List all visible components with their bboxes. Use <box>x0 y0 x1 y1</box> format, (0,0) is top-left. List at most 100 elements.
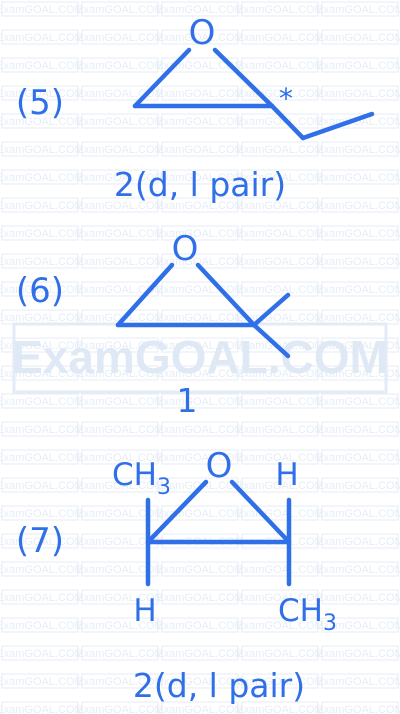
watermark-tile: ExamGOAL.COM <box>0 648 84 660</box>
watermark-tile-frame <box>321 365 399 381</box>
watermark-tile-frame <box>81 281 159 297</box>
watermark-tile-frame <box>161 29 239 45</box>
watermark-tile-frame <box>321 673 399 689</box>
watermark-big-text: ExamGOAL.COM <box>12 331 388 383</box>
watermark-tile: ExamGOAL.COM <box>156 228 243 240</box>
watermark-tile-frame <box>321 393 399 409</box>
watermark-tile-frame <box>241 701 319 714</box>
watermark-tile: ExamGOAL.COM <box>0 704 84 714</box>
watermark-tile-frame <box>321 57 399 73</box>
watermark-tile-frame <box>1 589 79 605</box>
watermark-tile-frame <box>1 169 79 185</box>
watermark-tile-frame <box>161 561 239 577</box>
watermark-tile-frame <box>161 141 239 157</box>
watermark-tile: ExamGOAL.COM <box>156 340 243 352</box>
watermark-tile-frame <box>321 281 399 297</box>
watermark-tile-frame <box>161 113 239 129</box>
watermark-tile-frame <box>1 225 79 241</box>
watermark-tile: ExamGOAL.COM <box>236 648 323 660</box>
watermark-tile: ExamGOAL.COM <box>76 340 163 352</box>
watermark-tile-frame <box>241 589 319 605</box>
watermark-tile: ExamGOAL.COM <box>236 116 323 128</box>
structure-5-stereocenter-mark: * <box>279 82 293 115</box>
structure-5-bond-o-c2 <box>212 47 275 109</box>
watermark-tile: ExamGOAL.COM <box>236 144 323 156</box>
structure-5-bond-ch2-ch3 <box>300 111 375 141</box>
watermark-tile: ExamGOAL.COM <box>0 368 84 380</box>
watermark-tile: ExamGOAL.COM <box>316 228 400 240</box>
watermark-tile: ExamGOAL.COM <box>236 228 323 240</box>
watermark-tile: ExamGOAL.COM <box>316 396 400 408</box>
structure-7-substituent-right-bottom: CH3 <box>278 593 337 636</box>
watermark-tile: ExamGOAL.COM <box>0 676 84 688</box>
watermark-tile-frame <box>321 253 399 269</box>
watermark-tile: ExamGOAL.COM <box>236 704 323 714</box>
watermark-tile-frame <box>241 141 319 157</box>
watermark-tile-frame <box>321 197 399 213</box>
watermark-tile: ExamGOAL.COM <box>316 620 400 632</box>
watermark-tile-frame <box>161 337 239 353</box>
watermark-tile-frame <box>241 477 319 493</box>
watermark-tile: ExamGOAL.COM <box>316 4 400 16</box>
watermark-tile-frame <box>161 477 239 493</box>
watermark-tile-frame <box>241 169 319 185</box>
watermark-tile: ExamGOAL.COM <box>316 564 400 576</box>
watermark-tile-frame <box>241 225 319 241</box>
watermark-tile-frame <box>241 421 319 437</box>
watermark-tile: ExamGOAL.COM <box>0 536 84 548</box>
watermark-tile: ExamGOAL.COM <box>316 676 400 688</box>
watermark-tile-frame <box>241 253 319 269</box>
watermark-tile: ExamGOAL.COM <box>156 4 243 16</box>
structure-6-bond-methyl-down <box>251 322 291 359</box>
watermark-tile: ExamGOAL.COM <box>76 172 163 184</box>
watermark-tile-frame <box>321 533 399 549</box>
structure-7-bond-o-c1 <box>145 479 209 545</box>
watermark-tile: ExamGOAL.COM <box>316 88 400 100</box>
structure-5-bond-c2-ch2 <box>269 103 306 141</box>
structure-6: (6) O 1 <box>16 229 291 420</box>
watermark-tile: ExamGOAL.COM <box>236 256 323 268</box>
structure-6-bond-o-c2 <box>195 262 257 328</box>
watermark-tile-frame <box>321 505 399 521</box>
watermark-tile-frame <box>161 365 239 381</box>
watermark-tile-frame <box>241 561 319 577</box>
watermark-tile: ExamGOAL.COM <box>236 60 323 72</box>
watermark-tile: ExamGOAL.COM <box>236 424 323 436</box>
watermark-tile-frame <box>1 561 79 577</box>
watermark-tile-frame <box>161 225 239 241</box>
watermark-tile: ExamGOAL.COM <box>236 200 323 212</box>
watermark-tile: ExamGOAL.COM <box>156 592 243 604</box>
watermark-tile-frame <box>81 29 159 45</box>
watermark-tile: ExamGOAL.COM <box>76 396 163 408</box>
structure-7-bonds <box>145 479 292 587</box>
watermark-tile-frame <box>1 85 79 101</box>
watermark-tile: ExamGOAL.COM <box>236 4 323 16</box>
watermark-tile: ExamGOAL.COM <box>156 424 243 436</box>
watermark-tile-frame <box>321 421 399 437</box>
watermark-tile: ExamGOAL.COM <box>0 480 84 492</box>
watermark-tile-frame <box>161 421 239 437</box>
watermark-tile-frame <box>81 141 159 157</box>
watermark-tile: ExamGOAL.COM <box>316 172 400 184</box>
watermark-tile: ExamGOAL.COM <box>316 200 400 212</box>
watermark-tile: ExamGOAL.COM <box>236 32 323 44</box>
structure-5-caption: 2(d, l pair) <box>114 165 286 204</box>
watermark-tile: ExamGOAL.COM <box>156 144 243 156</box>
structure-6-caption: 1 <box>177 381 198 420</box>
watermark-tile-frame <box>81 589 159 605</box>
watermark-tile-frame <box>241 57 319 73</box>
watermark-tile: ExamGOAL.COM <box>0 564 84 576</box>
watermark-tile-frame <box>321 589 399 605</box>
structure-7-oxygen: O <box>206 446 233 486</box>
watermark-tile-frame <box>1 57 79 73</box>
watermark-tile: ExamGOAL.COM <box>76 312 163 324</box>
watermark-tile: ExamGOAL.COM <box>316 536 400 548</box>
watermark-tile-frame <box>1 421 79 437</box>
watermark-tile-frame <box>161 645 239 661</box>
structure-5-bonds <box>132 47 375 141</box>
watermark-tile: ExamGOAL.COM <box>236 396 323 408</box>
watermark-tile: ExamGOAL.COM <box>316 452 400 464</box>
watermark-tile-frame <box>1 645 79 661</box>
watermark-tile: ExamGOAL.COM <box>0 424 84 436</box>
watermark-tile-frame <box>321 561 399 577</box>
